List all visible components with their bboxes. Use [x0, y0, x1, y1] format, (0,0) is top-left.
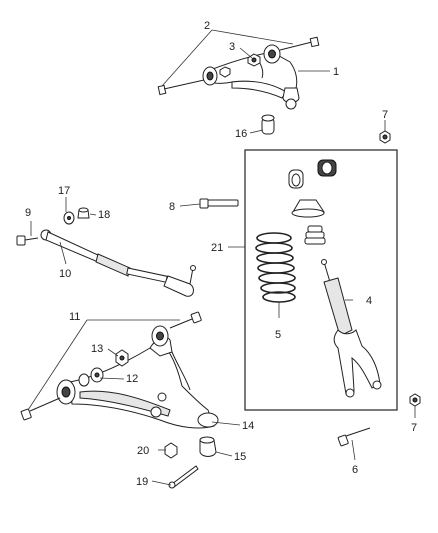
dust-boot[interactable] — [304, 225, 326, 245]
nut-18[interactable] — [77, 207, 90, 219]
callout-13: 13 — [91, 343, 103, 355]
callout-18: 18 — [98, 209, 110, 221]
tie-rod[interactable] — [16, 229, 196, 297]
upper-arm-bolt-front[interactable] — [157, 79, 205, 96]
callout-17: 17 — [58, 185, 70, 197]
lower-arm-bolt-front[interactable] — [20, 397, 61, 421]
nut-20[interactable] — [164, 442, 178, 459]
callout-6: 6 — [352, 464, 358, 476]
lower-arm-bolt-rear[interactable] — [169, 311, 202, 329]
callout-5: 5 — [275, 329, 281, 341]
bolt-8[interactable] — [199, 198, 239, 209]
callout-15: 15 — [234, 451, 246, 463]
upper-control-arm[interactable] — [202, 44, 300, 110]
callout-16: 16 — [235, 128, 247, 140]
washer-12[interactable] — [78, 367, 104, 387]
callout-7-lower: 7 — [411, 422, 417, 434]
lower-control-arm[interactable] — [56, 325, 219, 429]
callout-4: 4 — [366, 295, 372, 307]
nut-7-upper[interactable] — [379, 130, 391, 144]
upper-arm-bolt-rear[interactable] — [279, 36, 320, 51]
upper-mount-bushing[interactable] — [288, 159, 337, 189]
callout-2: 2 — [204, 20, 210, 32]
callout-19: 19 — [136, 476, 148, 488]
callout-7-upper: 7 — [382, 109, 388, 121]
callout-3: 3 — [229, 41, 235, 53]
callout-21: 21 — [211, 242, 223, 254]
callout-9: 9 — [25, 207, 31, 219]
nut-13[interactable] — [115, 349, 129, 367]
leader-lines — [27, 29, 416, 486]
spring-upper-seat[interactable] — [291, 199, 325, 218]
callout-labels: 1 2 3 4 5 6 7 7 8 9 10 11 12 13 14 15 16… — [25, 20, 417, 488]
callout-1: 1 — [333, 66, 339, 78]
callout-20: 20 — [137, 445, 149, 457]
shock-absorber[interactable] — [321, 259, 382, 398]
bump-stop[interactable] — [261, 114, 275, 135]
callout-12: 12 — [126, 373, 138, 385]
upper-arm-nut[interactable] — [219, 53, 261, 78]
nut-7-lower[interactable] — [409, 393, 421, 407]
callout-8: 8 — [169, 201, 175, 213]
washer-17[interactable] — [63, 211, 75, 225]
ball-joint-boot[interactable] — [199, 436, 217, 457]
strut-assembly-frame — [244, 149, 398, 411]
bolt-6[interactable] — [337, 427, 371, 447]
cotter-pin-19[interactable] — [168, 465, 199, 489]
callout-14: 14 — [242, 420, 254, 432]
callout-10: 10 — [59, 268, 71, 280]
coil-spring[interactable] — [255, 232, 296, 303]
callout-11: 11 — [69, 311, 80, 323]
